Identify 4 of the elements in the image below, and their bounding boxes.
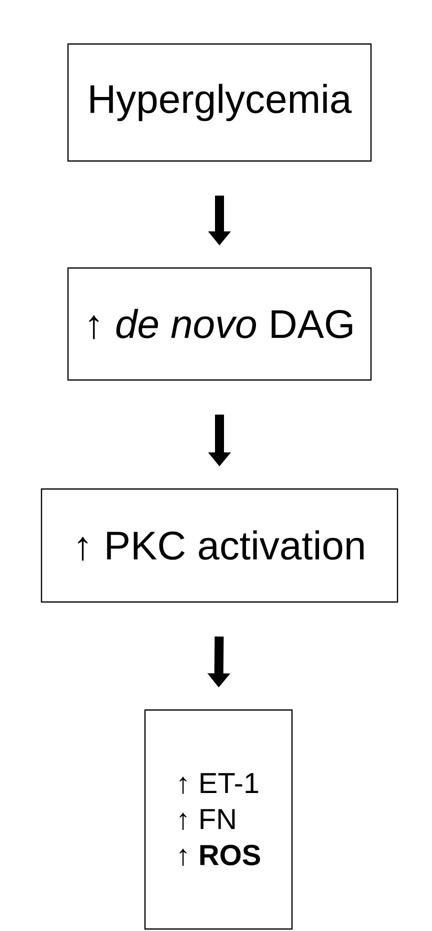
process-box: ↑ de novo DAG	[67, 267, 372, 381]
process-box: Hyperglycemia	[67, 43, 372, 162]
process-box: ↑ ET-1 ↑ FN ↑ ROS	[144, 709, 293, 930]
process-box: ↑ PKC activation	[40, 488, 398, 603]
